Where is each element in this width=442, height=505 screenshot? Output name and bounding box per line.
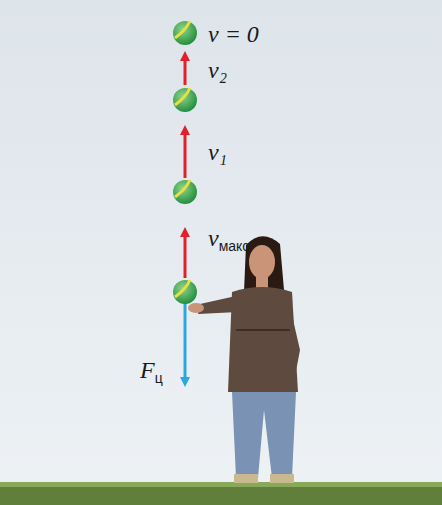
ball [173,21,197,304]
velocity-label: vмакс [208,226,249,250]
force-arrow [184,300,187,382]
velocity-label: v₁ [208,140,227,164]
velocity-arrow [184,56,187,85]
girl-figure [188,236,300,483]
force-label: Fц [140,358,163,382]
velocity-label: v = 0 [208,22,259,46]
velocity-arrow [184,232,187,278]
velocity-label: v₂ [208,58,227,82]
velocity-arrow [184,130,187,178]
